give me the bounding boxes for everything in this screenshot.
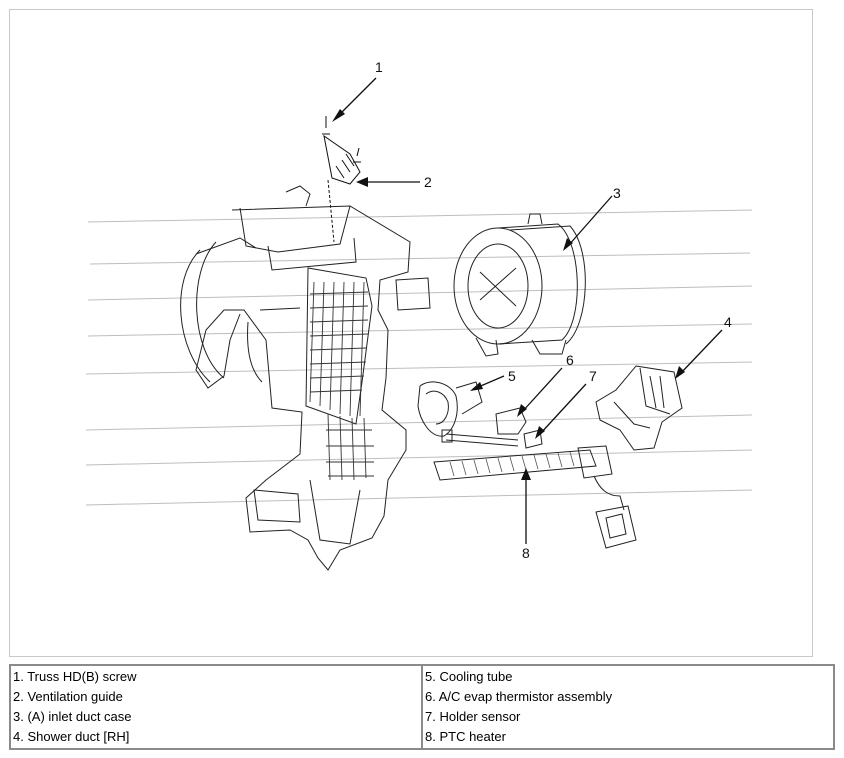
arrow-7 — [539, 383, 587, 435]
legend-item: 4. Shower duct [RH] — [13, 729, 130, 744]
arrow-4 — [679, 329, 723, 375]
legend-item: 8. PTC heater — [425, 729, 506, 744]
housing-grid — [309, 281, 374, 481]
legend-right-column: 5. Cooling tube 6. A/C evap thermistor a… — [421, 664, 835, 750]
callout-1: 1 — [375, 59, 383, 75]
exploded-diagram-frame: 1 2 3 4 5 6 7 8 — [9, 9, 813, 657]
legend-item: 2. Ventilation guide — [13, 689, 123, 704]
arrow-3 — [567, 195, 613, 247]
legend-item: 7. Holder sensor — [425, 709, 521, 724]
callout-8: 8 — [522, 545, 530, 561]
shower-duct-part — [595, 365, 683, 451]
parts-legend-table: 1. Truss HD(B) screw 2. Ventilation guid… — [9, 664, 835, 750]
guide-lines — [85, 209, 753, 506]
arrow-1 — [335, 77, 377, 119]
legend-item: 6. A/C evap thermistor assembly — [425, 689, 613, 704]
callout-numbers: 1 2 3 4 5 6 7 8 — [375, 59, 732, 561]
callout-5: 5 — [508, 368, 516, 384]
legend-left-column: 1. Truss HD(B) screw 2. Ventilation guid… — [9, 664, 423, 750]
ventilation-guide-part — [323, 134, 361, 243]
callout-3: 3 — [613, 185, 621, 201]
ptc-heater-part — [433, 445, 637, 549]
arrow-6 — [521, 367, 563, 413]
holder-sensor-part — [523, 429, 543, 449]
heater-housing — [180, 185, 431, 571]
arrow-heads — [332, 109, 685, 480]
inlet-duct-case-part — [453, 213, 586, 357]
callout-6: 6 — [566, 352, 574, 368]
callout-7: 7 — [589, 368, 597, 384]
legend-item: 3. (A) inlet duct case — [13, 709, 132, 724]
legend-item: 5. Cooling tube — [425, 669, 513, 684]
leader-arrows — [335, 77, 723, 544]
legend-item: 1. Truss HD(B) screw — [13, 669, 137, 684]
exploded-diagram: 1 2 3 4 5 6 7 8 — [85, 59, 753, 571]
callout-2: 2 — [424, 174, 432, 190]
cooling-tube-part — [417, 381, 483, 437]
callout-4: 4 — [724, 314, 732, 330]
thermistor-assembly-part — [441, 407, 527, 447]
legend-row: 1. Truss HD(B) screw 2. Ventilation guid… — [9, 664, 835, 750]
